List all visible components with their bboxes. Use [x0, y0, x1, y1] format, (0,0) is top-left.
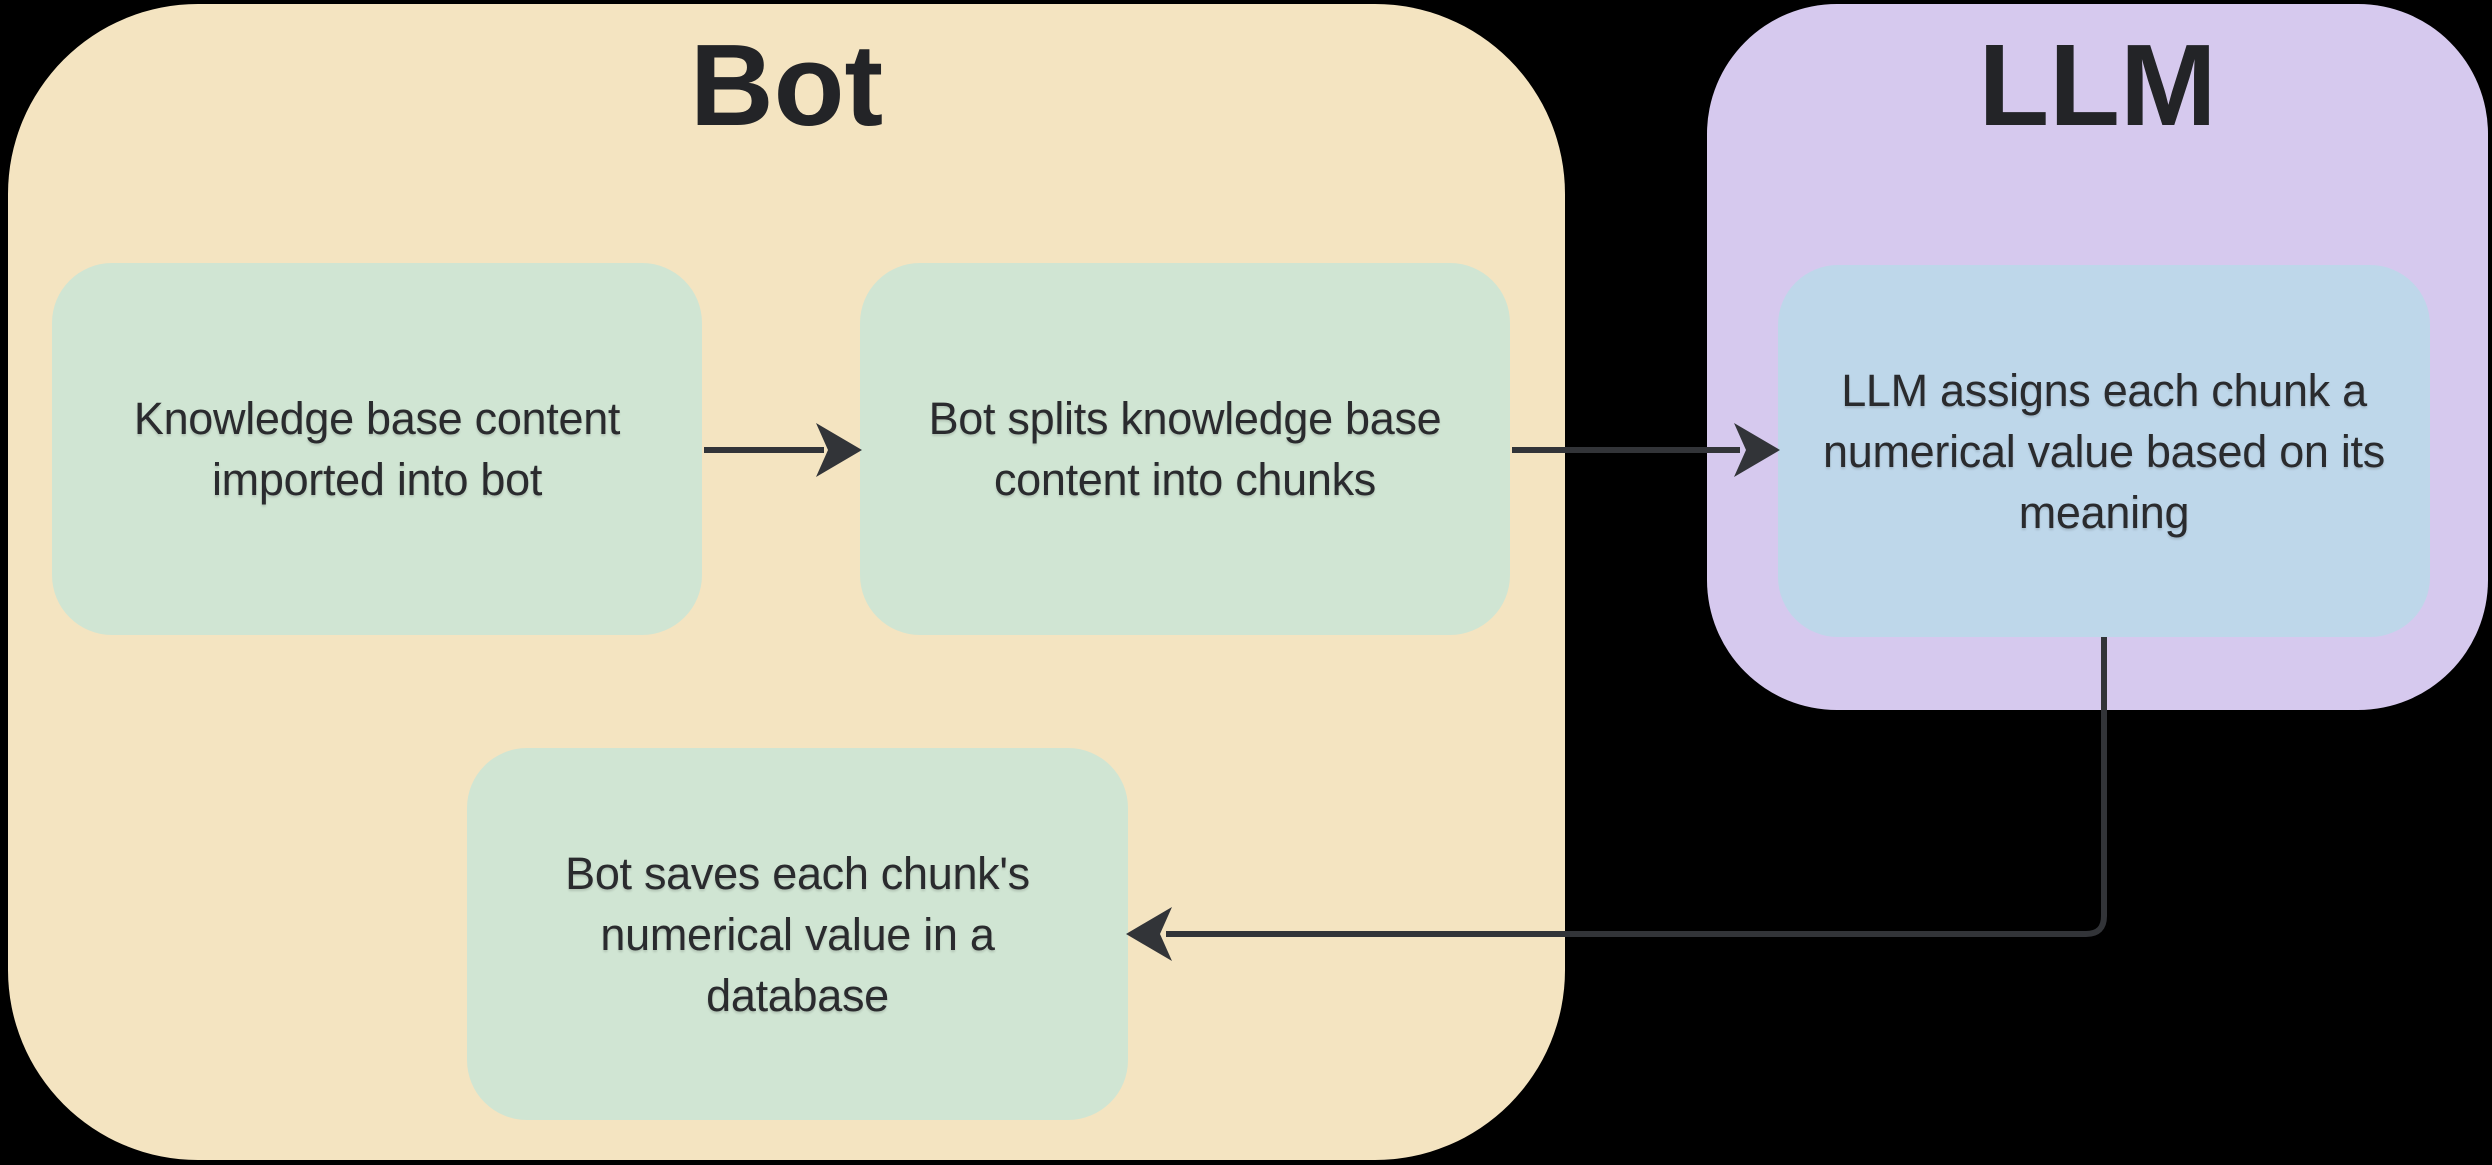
llm-group-title: LLM: [1978, 20, 2217, 150]
node-import-content: Knowledge base content imported into bot: [52, 263, 702, 635]
node-split-content: Bot splits knowledge base content into c…: [860, 263, 1510, 635]
node-split-content-label: Bot splits knowledge base content into c…: [928, 393, 1442, 505]
bot-group-title: Bot: [689, 20, 884, 150]
node-assign-value-label: LLM assigns each chunk a numerical value…: [1823, 364, 2385, 538]
node-save-value-label: Bot saves each chunk's numerical value i…: [565, 847, 1030, 1021]
node-save-value: Bot saves each chunk's numerical value i…: [467, 748, 1128, 1120]
node-import-content-label: Knowledge base content imported into bot: [133, 393, 621, 505]
node-assign-value: LLM assigns each chunk a numerical value…: [1778, 265, 2430, 637]
